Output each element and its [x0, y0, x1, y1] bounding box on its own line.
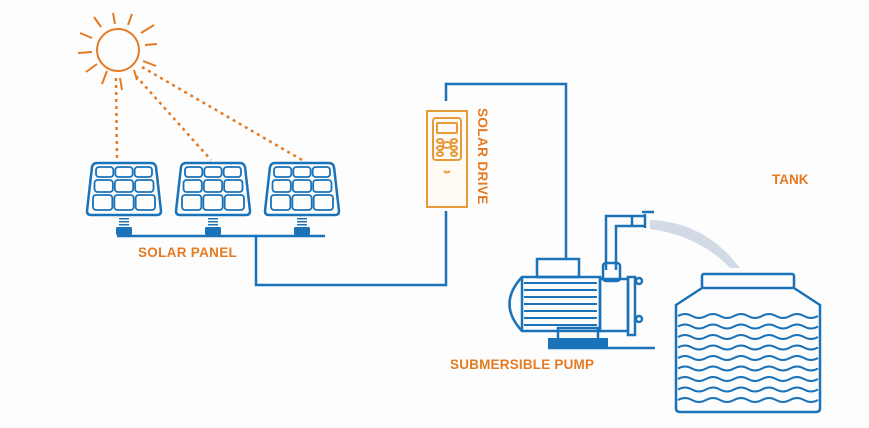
water-wave [677, 313, 819, 319]
water-wave [677, 334, 819, 340]
pump-icon [508, 210, 655, 350]
solar-drive-label: SOLAR DRIVE [475, 108, 490, 205]
water-wave [677, 376, 819, 382]
tank-water-waves [677, 313, 819, 403]
water-wave [677, 344, 819, 351]
submersible-pump-label: SUBMERSIBLE PUMP [450, 357, 595, 372]
water-spray [650, 220, 740, 268]
solar-drive-icon [426, 110, 468, 208]
solar-panel-label: SOLAR PANEL [138, 245, 238, 260]
solar-panel-icon [85, 161, 163, 235]
solar-panels [85, 161, 341, 235]
water-wave [677, 386, 819, 393]
water-wave [677, 355, 819, 361]
water-wave [677, 323, 819, 330]
sun-rays [114, 65, 303, 162]
tank-label: TANK [772, 172, 809, 187]
water-wave [677, 397, 819, 403]
solar-panel-icon [174, 161, 252, 235]
wire-panel-to-drive [254, 211, 448, 287]
solar-panel-icon [263, 161, 341, 235]
water-tank-icon [674, 272, 822, 414]
wire-drive-to-pump [444, 82, 568, 259]
sun-icon [77, 12, 158, 91]
water-wave [677, 365, 819, 372]
